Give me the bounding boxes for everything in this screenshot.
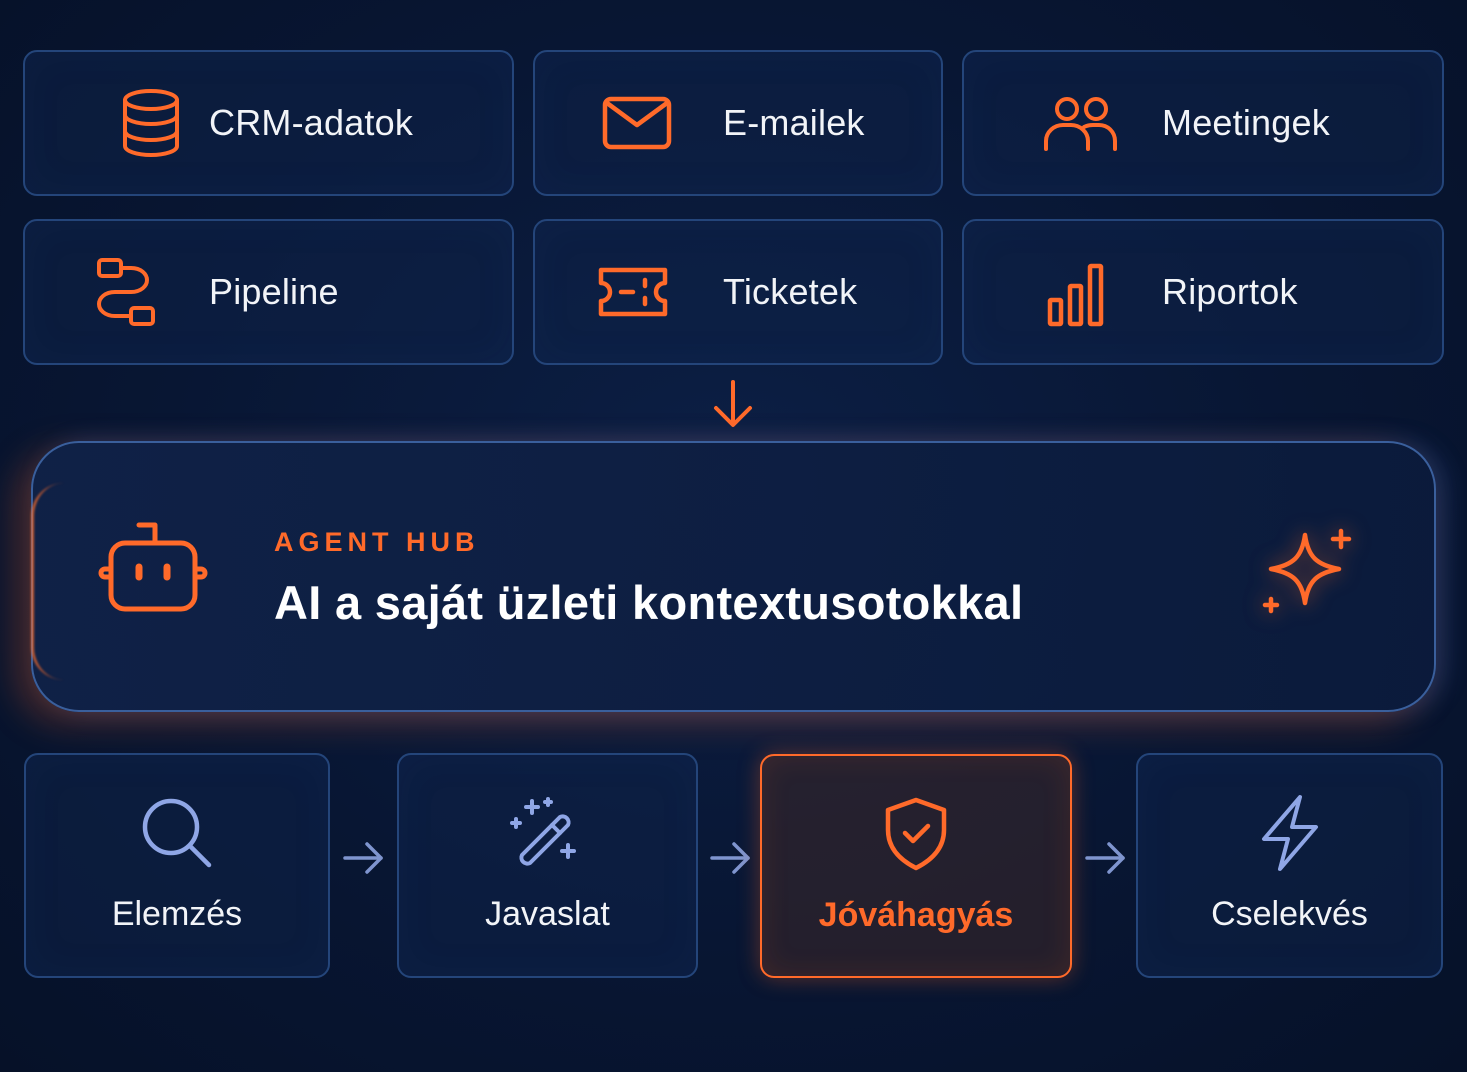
- database-icon: [111, 83, 191, 163]
- step-label-suggestion: Javaslat: [485, 895, 610, 933]
- step-card-analysis: Elemzés: [24, 753, 330, 978]
- hub-title: AI a saját üzleti kontextusotokkal: [274, 576, 1024, 629]
- agent-hub-panel: AGENT HUB AI a saját üzleti kontextusoto…: [31, 441, 1436, 712]
- ticket-icon: [593, 252, 673, 332]
- sparkle-icon: [1262, 528, 1352, 614]
- hub-glow: [31, 483, 64, 680]
- arrow-down-icon: [714, 380, 752, 427]
- step-card-suggestion: Javaslat: [397, 753, 698, 978]
- bar-chart-icon: [1040, 252, 1120, 332]
- shield-check-icon: [876, 794, 956, 874]
- search-icon: [137, 793, 217, 873]
- source-card-crm: CRM-adatok: [23, 50, 514, 196]
- source-card-meetings: Meetingek: [962, 50, 1444, 196]
- magic-wand-icon: [508, 793, 588, 873]
- source-label-reports: Riportok: [1162, 271, 1298, 312]
- step-card-approval: Jóváhagyás: [760, 754, 1072, 978]
- hub-eyebrow: AGENT HUB: [274, 527, 480, 557]
- source-label-meetings: Meetingek: [1162, 102, 1330, 143]
- step-label-analysis: Elemzés: [111, 895, 243, 933]
- lightning-icon: [1250, 793, 1330, 873]
- step-card-action: Cselekvés: [1136, 753, 1443, 978]
- arrow-right-icon: [710, 842, 750, 874]
- workflow-icon: [89, 252, 169, 332]
- source-label-email: E-mailek: [723, 102, 865, 143]
- source-label-tickets: Ticketek: [723, 271, 858, 312]
- source-card-reports: Riportok: [962, 219, 1444, 365]
- arrow-right-icon: [1085, 842, 1125, 874]
- arrow-right-icon: [343, 842, 383, 874]
- source-card-pipeline: Pipeline: [23, 219, 514, 365]
- source-card-tickets: Ticketek: [533, 219, 943, 365]
- source-card-email: E-mailek: [533, 50, 943, 196]
- source-label-crm: CRM-adatok: [209, 102, 414, 143]
- step-label-action: Cselekvés: [1211, 895, 1368, 933]
- source-label-pipeline: Pipeline: [209, 271, 339, 312]
- robot-icon: [98, 522, 208, 612]
- mail-icon: [597, 83, 677, 163]
- step-label-approval: Jóváhagyás: [818, 896, 1014, 934]
- users-icon: [1040, 83, 1120, 163]
